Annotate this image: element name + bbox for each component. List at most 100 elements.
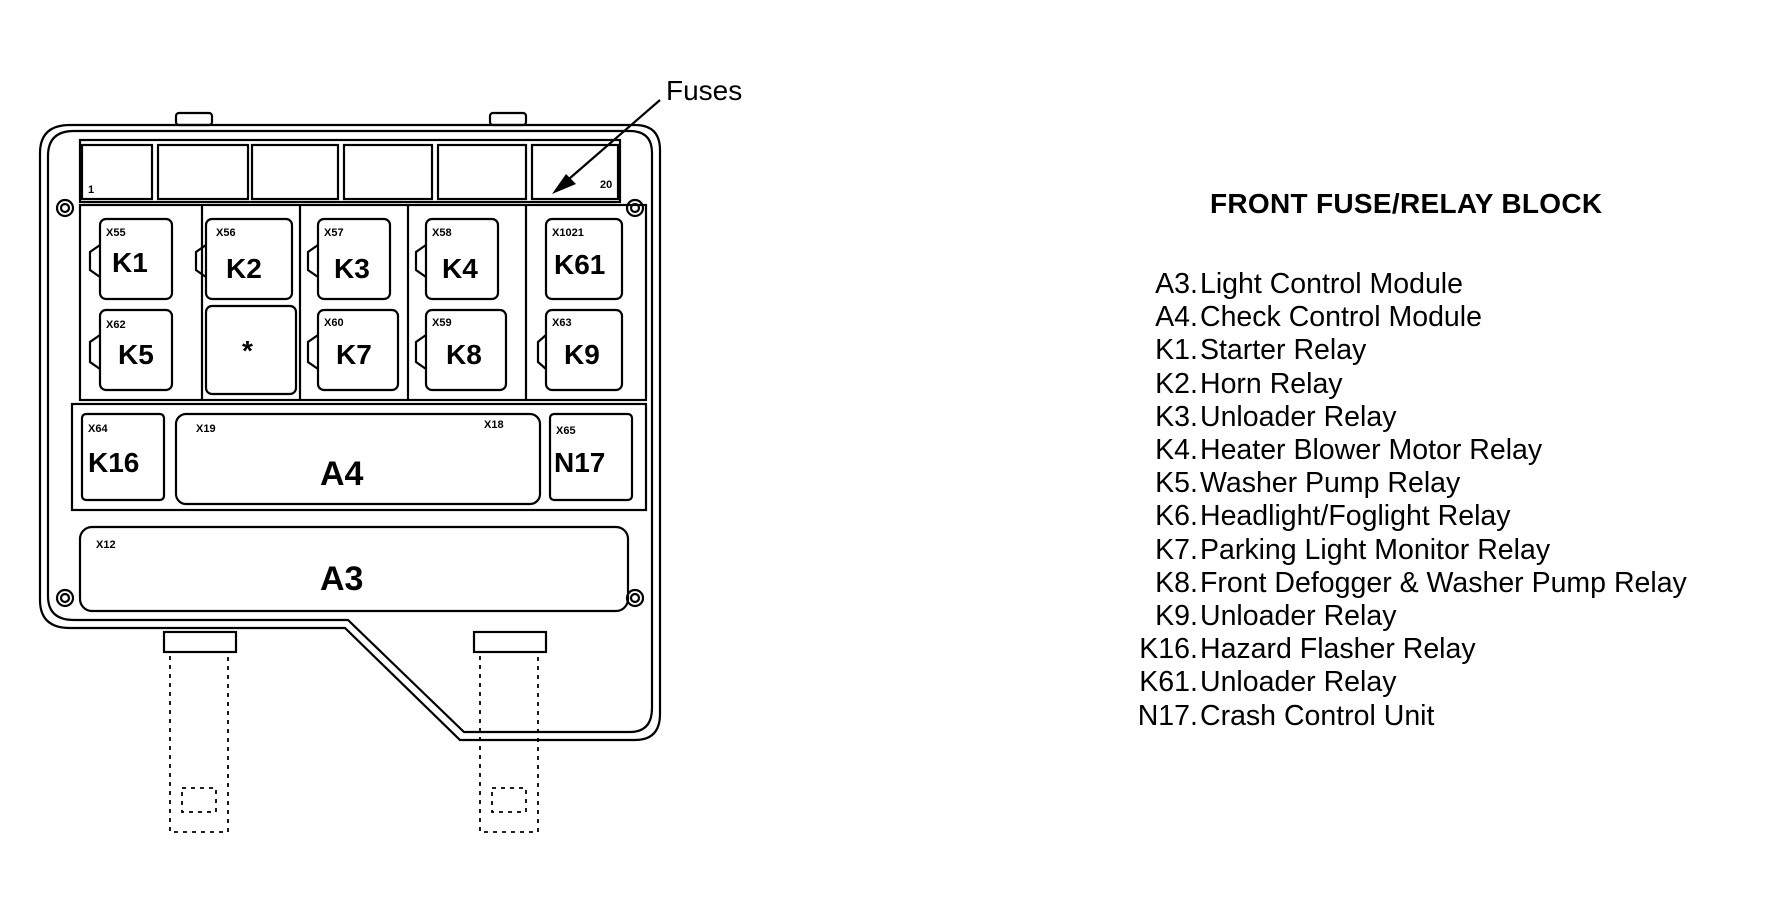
legend-code: K61 xyxy=(1139,666,1190,699)
legend-text: Unloader Relay xyxy=(1200,666,1397,699)
legend-text: Crash Control Unit xyxy=(1200,699,1435,732)
legend-text: Headlight/Foglight Relay xyxy=(1200,500,1511,533)
relay-label: N17 xyxy=(554,447,605,478)
fuses-callout-arrow xyxy=(561,99,661,186)
connector-label: X58 xyxy=(432,227,452,239)
relay-k4 xyxy=(424,217,500,301)
legend-code: A4 xyxy=(1155,301,1190,334)
legend-item: K1. Starter Relay xyxy=(1110,334,1770,367)
relay-k7 xyxy=(316,308,400,392)
connector-label: X64 xyxy=(88,423,108,435)
legend-item: K4. Heater Blower Motor Relay xyxy=(1110,434,1770,467)
screw-icon xyxy=(55,588,75,608)
relay-bay xyxy=(78,203,648,402)
connector-label: X57 xyxy=(324,227,344,239)
legend-text: Horn Relay xyxy=(1200,367,1343,400)
bottom-clip-right xyxy=(472,630,548,654)
legend-code: K16 xyxy=(1139,633,1190,666)
fuse-number-first: 1 xyxy=(88,184,94,196)
legend-item: A4. Check Control Module xyxy=(1110,301,1770,334)
relay-k9 xyxy=(544,308,624,392)
connector-label: X18 xyxy=(484,419,504,431)
relay-label: K2 xyxy=(226,253,262,284)
legend-code: K8 xyxy=(1155,566,1190,599)
module-label: A3 xyxy=(320,560,363,598)
hidden-connector-left xyxy=(169,651,229,833)
relay-label: K9 xyxy=(564,339,600,370)
relay-label: K16 xyxy=(88,447,139,478)
legend-code: K7 xyxy=(1155,533,1190,566)
relay-k5 xyxy=(98,308,174,392)
legend-code: K1 xyxy=(1155,334,1190,367)
relay-label: K1 xyxy=(112,247,148,278)
connector-label: X55 xyxy=(106,227,126,239)
fuse-cell xyxy=(530,143,620,201)
legend-item: A3. Light Control Module xyxy=(1110,268,1770,301)
relay-label: K61 xyxy=(554,249,605,280)
relay-k16 xyxy=(80,412,166,502)
legend-title: FRONT FUSE/RELAY BLOCK xyxy=(1210,188,1603,219)
legend-text: Heater Blower Motor Relay xyxy=(1200,434,1543,467)
relay-label: K8 xyxy=(446,339,482,370)
legend-text: Light Control Module xyxy=(1200,268,1463,300)
relay-k61 xyxy=(544,217,624,301)
legend-item: K6. Headlight/Foglight Relay xyxy=(1110,500,1770,533)
fuse-cell xyxy=(436,143,528,201)
legend-code: K9 xyxy=(1155,600,1190,633)
connector-label: X19 xyxy=(196,423,216,435)
fuse-cell xyxy=(250,143,340,201)
connector-label: X12 xyxy=(96,539,116,551)
connector-label: X1021 xyxy=(552,227,584,239)
legend-code: K4 xyxy=(1155,434,1190,467)
legend-item: K61. Unloader Relay xyxy=(1110,666,1770,699)
bottom-clip-left xyxy=(162,630,238,654)
top-tab-left xyxy=(174,111,214,127)
screw-icon xyxy=(55,198,75,218)
relay-label: * xyxy=(242,335,253,366)
legend-text: Check Control Module xyxy=(1200,301,1482,334)
module-a3 xyxy=(78,525,630,613)
block-housing-outer xyxy=(38,123,662,742)
relay-label: K5 xyxy=(118,339,154,370)
legend-text: Hazard Flasher Relay xyxy=(1200,633,1476,666)
legend-code: K5 xyxy=(1155,467,1190,500)
legend-item: K8. Front Defogger & Washer Pump Relay xyxy=(1110,567,1770,600)
relay-k1 xyxy=(98,217,174,301)
legend-item: K3. Unloader Relay xyxy=(1110,401,1770,434)
legend-text: Parking Light Monitor Relay xyxy=(1200,533,1551,566)
legend-text: Unloader Relay xyxy=(1200,600,1397,633)
block-housing-inner xyxy=(46,129,654,734)
relay-star xyxy=(204,304,298,396)
relay-k3 xyxy=(316,217,392,301)
legend: FRONT FUSE/RELAY BLOCK A3. Light Control… xyxy=(1110,188,1770,733)
screw-icon xyxy=(625,588,645,608)
screw-icon xyxy=(625,198,645,218)
legend-code: K3 xyxy=(1155,400,1190,433)
legend-code: A3 xyxy=(1155,268,1190,300)
connector-label: X65 xyxy=(556,425,576,437)
connector-label: X56 xyxy=(216,227,236,239)
fuse-cell xyxy=(156,143,250,201)
legend-list: A3. Light Control Module A4. Check Contr… xyxy=(1110,268,1770,733)
module-label: A4 xyxy=(320,455,364,493)
legend-item: K7. Parking Light Monitor Relay xyxy=(1110,534,1770,567)
fuses-callout-label: Fuses xyxy=(666,75,742,106)
legend-item: N17. Crash Control Unit xyxy=(1110,700,1770,733)
connector-label: X59 xyxy=(432,317,452,329)
hidden-connector-right xyxy=(479,651,539,833)
legend-item: K16. Hazard Flasher Relay xyxy=(1110,633,1770,666)
legend-text: Starter Relay xyxy=(1200,334,1367,367)
top-tab-right xyxy=(488,111,528,127)
legend-code: K2 xyxy=(1155,367,1190,400)
relay-k2 xyxy=(204,217,294,301)
legend-item: K9. Unloader Relay xyxy=(1110,600,1770,633)
legend-text: Washer Pump Relay xyxy=(1200,467,1461,500)
legend-text: Unloader Relay xyxy=(1200,400,1397,433)
relay-label: K4 xyxy=(442,253,478,284)
connector-label: X60 xyxy=(324,317,344,329)
screw-icon xyxy=(59,592,71,604)
legend-text: Front Defogger & Washer Pump Relay xyxy=(1200,566,1687,599)
fuse-relay-block-diagram: Fuses 1 20 X55 X56 X57 X58 X1021 X62 X60… xyxy=(38,75,742,833)
fuse-number-last: 20 xyxy=(600,179,612,191)
screw-icon xyxy=(629,202,641,214)
